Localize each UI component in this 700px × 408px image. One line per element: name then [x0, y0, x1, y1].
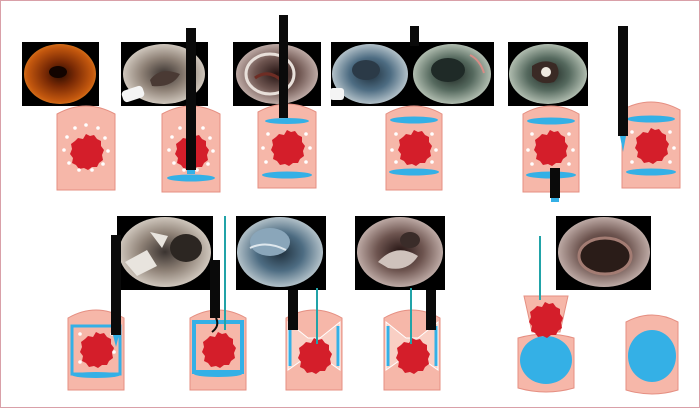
schematic-step-7 [67, 235, 125, 391]
schematic-step-9 [285, 288, 343, 391]
endoscope [426, 290, 436, 330]
endoscope [186, 28, 196, 170]
photo-step-6 [508, 42, 588, 106]
endoscope [111, 235, 121, 335]
tumor [70, 134, 104, 170]
photo-step-7 [117, 216, 213, 290]
schematic-step-11 [517, 236, 575, 393]
photo-step-5 [411, 42, 494, 106]
endoscope [279, 15, 288, 118]
photo-step-12 [556, 216, 651, 290]
photo-step-4 [330, 42, 411, 106]
schematic-step-8 [189, 216, 247, 391]
endoscope [410, 26, 419, 46]
schematic-step-1 [56, 105, 116, 191]
endoscope [210, 260, 220, 318]
photo-step-8 [236, 216, 326, 290]
schematic-step-3 [257, 15, 317, 189]
schematic-step-10 [383, 288, 441, 391]
schematic-step-6 [618, 26, 681, 189]
photo-step-9 [355, 216, 445, 290]
endoscope [550, 168, 560, 198]
schematic-step-5 [522, 105, 580, 202]
endoscope [288, 290, 298, 330]
endoscope [618, 26, 628, 136]
schematic-step-2 [161, 28, 221, 193]
photo-step-3 [233, 42, 321, 106]
schematic-step-12 [625, 314, 679, 395]
photo-step-1 [22, 42, 99, 106]
schematic-step-4 [385, 26, 443, 191]
